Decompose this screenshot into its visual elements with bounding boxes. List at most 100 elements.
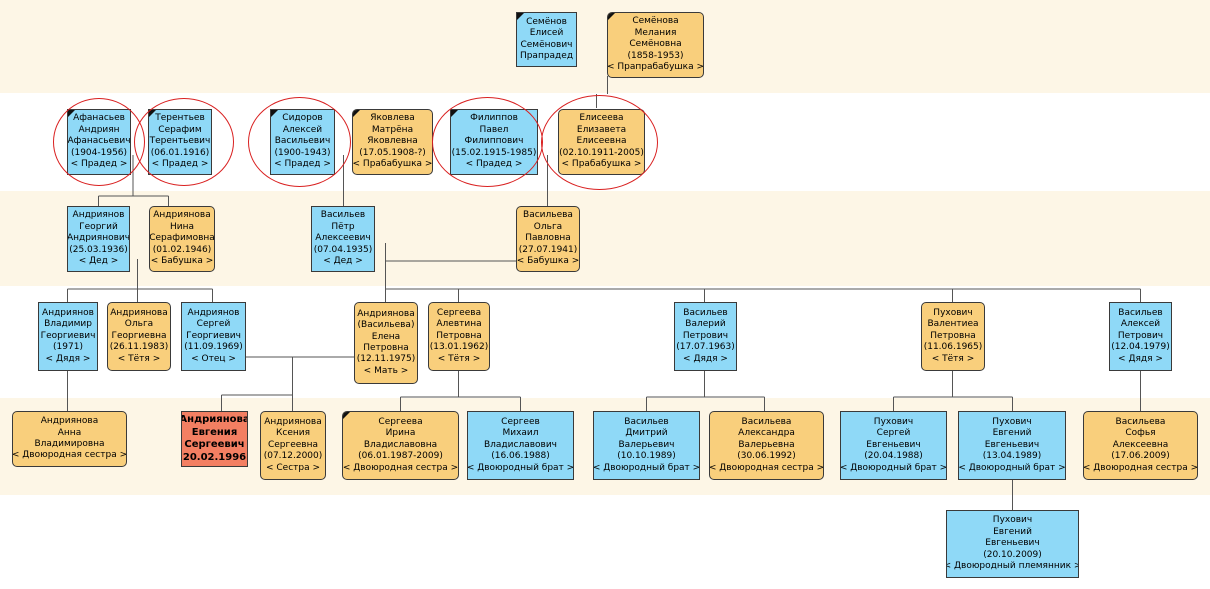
surname: Афанасьев [73, 113, 125, 124]
person-terentev-serafim[interactable]: Терентьев Серафим Терентьевич (06.01.191… [148, 109, 212, 175]
person-semenova-melaniya[interactable]: Семёнова Мелания Семёновна (1858-1953) <… [607, 12, 704, 78]
person-sergeeva-irina[interactable]: Сергеева Ирина Владиславовна (06.01.1987… [342, 411, 459, 480]
person-puhovich-valentina[interactable]: Пухович Валентиеа Петровна (11.06.1965) … [921, 302, 985, 371]
first-name: Сергей [196, 319, 231, 330]
dates: (11.06.1965) [923, 342, 983, 353]
relation-label: < Дед > [323, 256, 363, 267]
patronymic: Павловна [525, 233, 571, 244]
first-name: Евгений [993, 526, 1032, 537]
person-vasileva-aleksandra[interactable]: Васильева Александра Валерьевна (30.06.1… [709, 411, 824, 480]
dates: (25.03.1936) [69, 244, 128, 255]
first-name: Михаил [502, 428, 539, 439]
person-sidorov-aleksey[interactable]: Сидоров Алексей Васильевич (1900-1943) <… [270, 109, 335, 175]
surname: Васильев [320, 210, 366, 221]
relation-label: < Бабушка > [516, 256, 580, 267]
relation-label: < Дядя > [45, 353, 91, 364]
first-name: Георгий [79, 221, 118, 232]
surname: Андриянова [153, 210, 211, 221]
person-puhovich-evgeniy-2009[interactable]: Пухович Евгений Евгеньевич (20.10.2009) … [946, 510, 1079, 578]
person-filippov-pavel[interactable]: Филиппов Павел Филиппович (15.02.1915-19… [450, 109, 538, 175]
first-name: Ирина [385, 428, 416, 439]
marked-corner-icon [353, 110, 360, 117]
patronymic: Семёнович [520, 39, 573, 50]
first-name: Алексей [1120, 319, 1161, 330]
patronymic: Петровна [930, 330, 976, 341]
first-name: Сергей [876, 428, 911, 439]
dates: (17.06.2009) [1111, 451, 1170, 462]
person-andriyanova-anna[interactable]: Андриянова Анна Владимировна < Двоюродна… [12, 411, 127, 467]
surname: Сергеев [501, 416, 540, 427]
patronymic: Валерьевич [618, 439, 675, 450]
person-andriyanova-evgeniya-self[interactable]: Андриянова Евгения Сергеевич (20.02.1996… [181, 411, 248, 467]
dates: (17.07.1963) [676, 342, 735, 353]
person-vasileva-sofya[interactable]: Васильева Софья Алексеевна (17.06.2009) … [1083, 411, 1198, 480]
person-vasilev-dmitriy[interactable]: Васильев Дмитрий Валерьевич (10.10.1989)… [593, 411, 700, 480]
person-andriyanova-nina[interactable]: Андриянова Нина Серафимовна (01.02.1946)… [149, 206, 215, 272]
person-semenov-elisey[interactable]: Семёнов Елисей Семёнович < Прапрадед > [516, 12, 577, 67]
first-name: Серафим [158, 124, 202, 135]
person-andriyanova-olga[interactable]: Андриянова Ольга Георгиевна (26.11.1983)… [107, 302, 171, 371]
patronymic: Афанасьевич [67, 136, 131, 147]
first-name: Евгений [992, 428, 1032, 439]
first-name: Владимир [44, 319, 92, 330]
surname: Пухович [992, 416, 1032, 427]
relation-label: < Прабабушка > [561, 159, 642, 170]
person-andriyanova-kseniya[interactable]: Андриянова Ксения Сергеевна (07.12.2000)… [260, 411, 326, 480]
surname: Андриянова [357, 308, 415, 319]
person-vasilev-valeriy[interactable]: Васильев Валерий Петрович (17.07.1963) <… [674, 302, 737, 371]
person-puhovich-evgeniy-1989[interactable]: Пухович Евгений Евгеньевич (13.04.1989) … [958, 411, 1066, 480]
patronymic: Сергеевна [267, 439, 319, 450]
marked-corner-icon [608, 13, 615, 20]
marked-corner-icon [68, 110, 75, 117]
person-sergeeva-alevtina[interactable]: Сергеева Алевтина Петровна (13.01.1962) … [428, 302, 490, 371]
dates: (13.01.1962) [429, 342, 489, 353]
first-name: Мелания [634, 27, 677, 38]
person-puhovich-sergey[interactable]: Пухович Сергей Евгеньевич (20.04.1988) <… [840, 411, 947, 480]
person-andriyanov-georgiy[interactable]: Андриянов Георгий Андриянович (25.03.193… [67, 206, 130, 272]
dates: (1900-1943) [274, 147, 331, 158]
dates: (02.10.1911-2005) [559, 147, 644, 158]
dates: (06.01.1916) [150, 147, 210, 158]
relation-label: < Двоюродная сестра > [1083, 462, 1198, 473]
first-name: Александра [738, 428, 795, 439]
person-andriyanova-elena[interactable]: Андриянова (Васильева) Елена Петровна (1… [354, 302, 418, 384]
surname: Андриянова [181, 414, 248, 425]
dates: (17.05.1908-?) [359, 147, 426, 158]
relation-label: < Дядя > [683, 353, 728, 364]
surname: Сидоров [282, 113, 323, 124]
surname: Андриянов [187, 307, 240, 318]
first-name: Софья [1125, 428, 1156, 439]
first-name: Валентиеа [927, 319, 979, 330]
relation-label: < Двоюродный племянник > [946, 561, 1079, 572]
person-andriyanov-vladimir[interactable]: Андриянов Владимир Георгиевич (1971) < Д… [38, 302, 98, 371]
surname: Семёнов [526, 16, 567, 27]
relation-label: < Прадед > [151, 159, 209, 170]
person-eliseeva-elizaveta[interactable]: Елисеева Елизавета Елисеевна (02.10.1911… [558, 109, 645, 175]
patronymic: Петровна [363, 343, 409, 353]
surname: Сергеева [436, 307, 482, 318]
patronymic: Алексеевич [315, 233, 371, 244]
surname: Терентьев [155, 113, 205, 124]
person-sergeev-mihail[interactable]: Сергеев Михаил Владиславович (16.06.1988… [467, 411, 574, 480]
person-afanasev-andriyan[interactable]: Афанасьев Андриян Афанасьевич (1904-1956… [67, 109, 131, 175]
patronymic: Георгиевич [186, 330, 241, 341]
relation-label: < Двоюродный брат > [840, 462, 947, 473]
dates: (15.02.1915-1985) [451, 147, 537, 158]
person-vasilev-aleksey[interactable]: Васильев Алексей Петрович (12.04.1979) <… [1109, 302, 1172, 371]
marked-corner-icon [271, 110, 278, 117]
patronymic: Елисеевна [576, 136, 627, 147]
relation-label: < Прадед > [274, 159, 331, 170]
surname: Андриянов [72, 210, 125, 221]
surname: Сергеева [378, 416, 423, 427]
relation-label: < Тётя > [117, 353, 161, 364]
relation-label: < Бабушка > [150, 256, 214, 267]
patronymic: Терентьевич [149, 136, 211, 147]
patronymic: Васильевич [274, 136, 331, 147]
person-yakovleva-matryona[interactable]: Яковлева Матрёна Яковлевна (17.05.1908-?… [352, 109, 433, 175]
dates: (20.04.1988) [864, 451, 923, 462]
person-vasilev-pyotr[interactable]: Васильев Пётр Алексеевич (07.04.1935) < … [311, 206, 375, 272]
marked-corner-icon [343, 412, 350, 419]
person-andriyanov-sergey[interactable]: Андриянов Сергей Георгиевич (11.09.1969)… [181, 302, 246, 371]
first-name: Дмитрий [625, 428, 668, 439]
person-vasileva-olga[interactable]: Васильева Ольга Павловна (27.07.1941) < … [516, 206, 580, 272]
